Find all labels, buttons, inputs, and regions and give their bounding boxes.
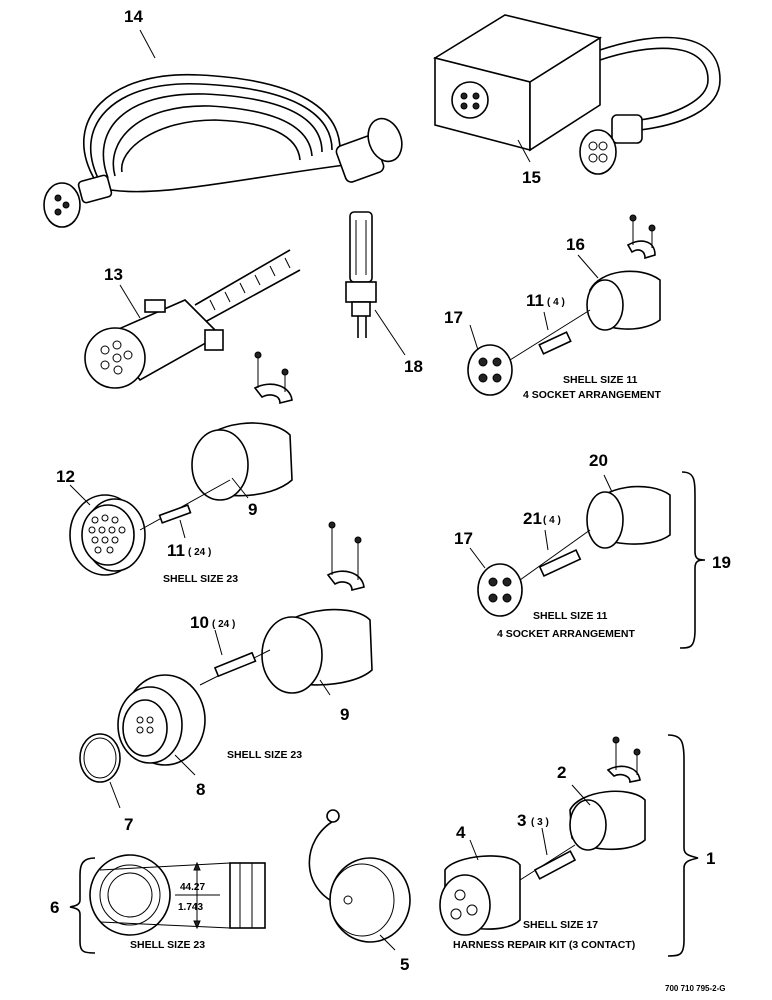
caption-shell17-a: SHELL SIZE 17 — [523, 919, 598, 931]
callout-10: 10 — [190, 613, 209, 632]
caption-shell17-b: HARNESS REPAIR KIT (3 CONTACT) — [453, 939, 635, 951]
callout-11b: 11 — [167, 541, 185, 560]
callouts: 14 15 13 18 16 17 11 ( 4 ) 12 9 11 ( 24 … — [50, 7, 731, 974]
callout-2: 2 — [557, 763, 566, 782]
pin-face — [88, 514, 126, 554]
callout-6: 6 — [50, 898, 59, 917]
callout-3: 3 — [517, 811, 526, 830]
connector-kit-shell-11-mid — [477, 485, 671, 617]
bracket-19 — [679, 471, 706, 649]
callout-9b: 9 — [340, 705, 349, 724]
insertion-tool-18 — [345, 211, 377, 338]
connector-kit-shell-11-top — [467, 214, 661, 396]
caption-shell23-a: SHELL SIZE 23 — [163, 573, 238, 585]
caption-shell11-top-a: SHELL SIZE 11 — [563, 374, 638, 386]
callout-11a: 11 — [526, 291, 544, 310]
bracket-6 — [69, 857, 96, 954]
caption-shell23-b: SHELL SIZE 23 — [227, 749, 302, 761]
callout-20: 20 — [589, 451, 608, 470]
bracket-1 — [667, 734, 699, 957]
caption-shell11-top-b: 4 SOCKET ARRANGEMENT — [523, 389, 661, 401]
callout-11a-qty: ( 4 ) — [547, 297, 565, 308]
callout-13: 13 — [104, 265, 123, 284]
dimension-inch: 1.743 — [178, 902, 203, 913]
trailer-plug-13 — [84, 249, 301, 389]
callout-21-qty: ( 4 ) — [543, 515, 561, 526]
dust-cap-5 — [308, 809, 411, 943]
callout-8: 8 — [196, 780, 205, 799]
leader-lines — [69, 29, 613, 951]
callout-14: 14 — [124, 7, 143, 26]
callout-16: 16 — [566, 235, 585, 254]
callout-17b: 17 — [454, 529, 473, 548]
figure-id: 700 710 795-2-G — [665, 984, 726, 993]
callout-11b-qty: ( 24 ) — [188, 547, 211, 558]
caption-shell11-mid-b: 4 SOCKET ARRANGEMENT — [497, 628, 635, 640]
cable-assembly-14 — [43, 73, 403, 228]
callout-18: 18 — [404, 357, 423, 376]
callout-7: 7 — [124, 815, 133, 834]
callout-19: 19 — [712, 553, 731, 572]
captions: SHELL SIZE 11 4 SOCKET ARRANGEMENT SHELL… — [130, 374, 661, 951]
callout-5: 5 — [400, 955, 409, 974]
callout-4: 4 — [456, 823, 466, 842]
callout-9a: 9 — [248, 500, 257, 519]
callout-21: 21 — [523, 509, 542, 528]
junction-box-15 — [432, 14, 721, 175]
caption-shell23-c: SHELL SIZE 23 — [130, 939, 205, 951]
callout-1: 1 — [706, 849, 715, 868]
repair-kit-shell-17 — [439, 736, 646, 936]
connector-kit-shell-23-a — [69, 351, 293, 576]
shell-end-view-6 — [89, 854, 266, 936]
callout-3-qty: ( 3 ) — [531, 817, 549, 828]
caption-shell11-mid-a: SHELL SIZE 11 — [533, 610, 608, 622]
connector-kit-shell-23-b — [79, 521, 373, 783]
callout-12: 12 — [56, 467, 75, 486]
callout-10-qty: ( 24 ) — [212, 619, 235, 630]
dimension-mm: 44.27 — [180, 882, 205, 893]
callout-17a: 17 — [444, 308, 463, 327]
callout-15: 15 — [522, 168, 541, 187]
